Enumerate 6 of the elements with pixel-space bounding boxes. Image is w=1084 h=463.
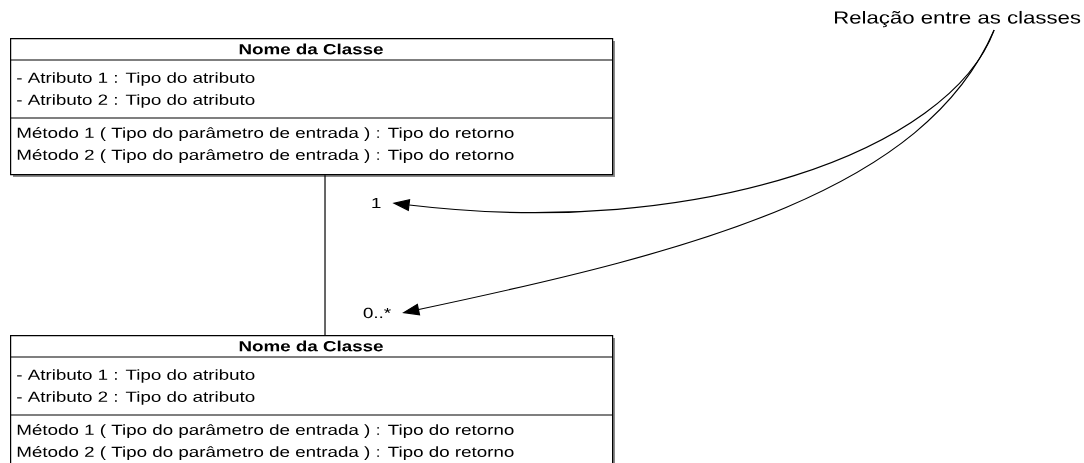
class-box: Nome da Classe - Atributo 1 : Tipo do atributo - Atributo 2 : Tipo do atributo Método 1 ( Tipo do parâmetro de entrada ) : Tipo do retorno Método 2 ( Tipo do parâmetro de entrada ) : Tipo do retorno: [9, 335, 615, 463]
multiplicity-label: 0..*: [363, 307, 391, 319]
multiplicity-label: 1: [372, 197, 381, 209]
association-line: [324, 174, 326, 336]
annotation-text: Relação entre as classes: [835, 10, 1081, 28]
class-box: Nome da Classe - Atributo 1 : Tipo do atributo - Atributo 2 : Tipo do atributo Método 1 ( Tipo do parâmetro de entrada ) : Tipo do retorno Método 2 ( Tipo do parâmetro de entrada ) : Tipo do retorno: [9, 38, 615, 177]
